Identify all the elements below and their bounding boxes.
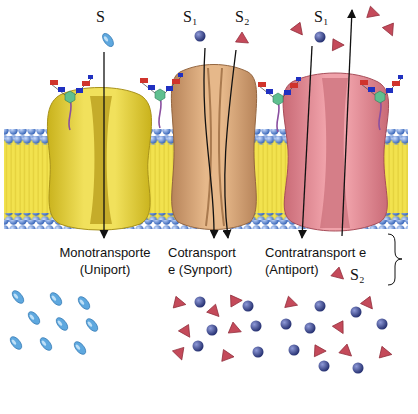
solute-molecule: [195, 297, 206, 308]
uniport-protein: [47, 88, 151, 231]
bracket: [388, 234, 402, 285]
solute-molecule: [207, 325, 218, 336]
solute-molecule: [8, 335, 24, 352]
solute-molecule: [332, 318, 349, 334]
solute-molecule: [225, 291, 242, 307]
flow-arrow: [342, 10, 352, 236]
solute-molecule: [253, 347, 264, 358]
solute-molecule: [309, 342, 326, 358]
solute-molecule: [54, 316, 70, 333]
solute-molecule: [315, 32, 326, 43]
solute-molecule: [339, 343, 354, 356]
solute-molecule: [100, 32, 115, 49]
transport-type-label: Monotransporte (Uniport): [50, 244, 160, 278]
solute-molecule: [227, 321, 242, 334]
molecule-label: S₂: [235, 8, 249, 26]
solute-molecule: [305, 323, 316, 334]
solute-molecule: [178, 322, 194, 337]
solute-molecule: [170, 294, 186, 309]
glycan-chain: [258, 77, 301, 132]
molecule-label: S₁: [314, 8, 328, 26]
solute-molecule: [353, 363, 364, 374]
molecule-label: S₁: [183, 8, 197, 26]
solute-molecule: [193, 341, 204, 352]
solute-molecule: [84, 317, 100, 334]
solute-molecule: [172, 343, 189, 360]
flow-arrow: [204, 48, 214, 238]
solute-molecule: [243, 301, 254, 312]
solute-molecule: [319, 361, 330, 372]
molecule-label: S₂: [350, 266, 364, 284]
molecule-label: S: [96, 8, 105, 26]
solute-molecule: [376, 344, 392, 359]
flow-arrow: [302, 46, 312, 238]
solute-molecule: [351, 307, 362, 318]
solute-molecule: [206, 303, 221, 317]
flow-arrow: [225, 50, 236, 238]
glycan-chain: [360, 75, 403, 130]
solute-molecule: [364, 5, 379, 19]
transport-type-label: Cotransport e (Synport): [168, 244, 242, 278]
solute-molecule: [290, 20, 306, 35]
solute-molecule: [360, 294, 376, 309]
solute-molecule: [76, 295, 92, 312]
solute-molecule: [26, 310, 42, 327]
synport-protein: [171, 65, 256, 230]
solute-molecule: [315, 301, 326, 312]
glycan-chain: [50, 75, 93, 130]
glycan-chain: [140, 73, 183, 128]
solute-molecule: [281, 319, 292, 330]
solute-molecule: [377, 319, 388, 330]
solute-molecule: [331, 266, 346, 279]
solute-molecule: [382, 19, 399, 35]
antiport-protein: [283, 73, 388, 231]
solute-molecule: [251, 321, 262, 332]
solute-molecule: [282, 295, 297, 309]
solute-molecule: [72, 340, 88, 357]
transport-type-label: Contratransport e (Antiport): [265, 244, 369, 278]
solute-molecule: [218, 347, 234, 362]
solute-molecule: [48, 291, 64, 308]
protein-channel: [90, 96, 112, 224]
solute-molecule: [195, 31, 206, 42]
flow-arrow: [103, 52, 104, 238]
protein-groove: [206, 68, 224, 226]
solute-molecule: [38, 336, 54, 353]
solute-molecule: [236, 32, 249, 43]
solute-molecule: [289, 345, 300, 356]
solute-molecule: [327, 36, 344, 52]
solute-molecule: [10, 289, 26, 306]
